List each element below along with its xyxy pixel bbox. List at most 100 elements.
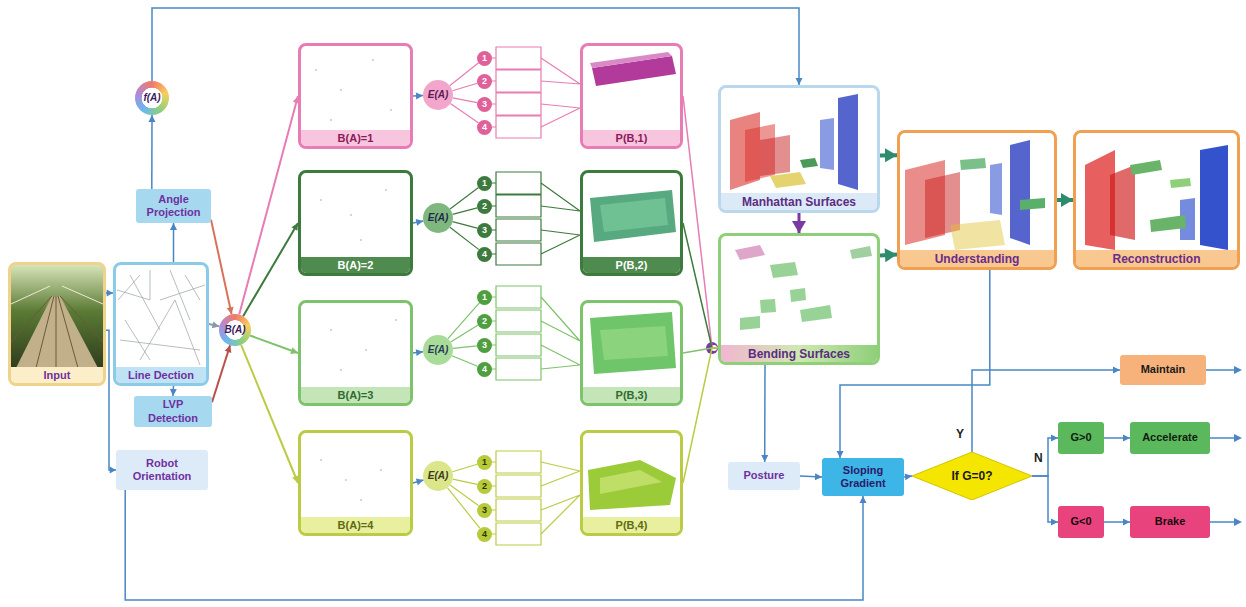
image-panel: B(A)=1: [298, 43, 413, 149]
node-label: 3: [482, 99, 487, 110]
node-label: Manhattan Surfaces: [721, 193, 877, 210]
process-box: Maintain: [1120, 355, 1206, 385]
connector-line: [452, 356, 478, 367]
node-label: 4: [482, 364, 487, 375]
floor-surface: [960, 158, 986, 170]
floor-surface: [950, 220, 1005, 250]
arrowhead: [885, 148, 897, 162]
connector: [170, 386, 177, 396]
feature-cells: [496, 286, 541, 380]
image-panel: P(B,4): [580, 430, 683, 536]
arrowhead: [291, 223, 298, 231]
bending-patch: [770, 262, 798, 278]
node-label: 2: [482, 76, 487, 87]
connector: [1057, 193, 1073, 207]
image-panel: B(A)=2: [298, 170, 413, 276]
node-label: P(B,3): [583, 387, 680, 403]
node-label: Bending Surfaces: [721, 345, 877, 362]
connector-line: [1032, 476, 1058, 522]
plane-slab: [590, 52, 672, 68]
connector: [761, 365, 768, 462]
function-circle: f(A): [135, 81, 169, 115]
node-label: P(B,1): [583, 130, 680, 146]
image-panel: Input: [8, 262, 106, 386]
feature-cells: [496, 47, 541, 138]
image-panel: Manhattan Surfaces: [718, 85, 880, 213]
feature-cells: [496, 172, 541, 265]
arrowhead: [225, 345, 232, 353]
connector-line: [125, 490, 863, 600]
arrowhead: [170, 389, 177, 396]
output-arrowhead: [1234, 434, 1242, 442]
node-label: Posture: [744, 469, 785, 482]
feature-cells: [496, 451, 541, 545]
node-label: B(A): [224, 324, 245, 336]
connector-line: [683, 96, 718, 348]
node-label: B(A)=3: [301, 387, 410, 403]
input-photo: [11, 265, 103, 368]
connector: [450, 188, 479, 210]
floor-surface: [770, 172, 806, 188]
connector: [452, 83, 477, 91]
connector-line: [453, 208, 478, 214]
feature-links: [492, 297, 580, 369]
connector: [170, 223, 177, 262]
arrowhead: [148, 115, 155, 122]
floor-surface: [1150, 215, 1186, 232]
node-label: 3: [482, 225, 487, 236]
node-label: 1: [482, 178, 487, 189]
node-label: E(A): [428, 212, 449, 224]
feature-links: [492, 183, 580, 254]
connector-line: [239, 96, 298, 315]
connector: [447, 488, 479, 528]
node-label: Accelerate: [1142, 431, 1198, 444]
floor-surface: [1170, 178, 1191, 188]
arrowhead: [837, 451, 844, 458]
connector-line: [450, 63, 479, 86]
connector-line: [250, 336, 298, 354]
arrowhead: [885, 248, 897, 262]
output-arrowhead: [1234, 518, 1242, 526]
function-circle: E(A): [423, 335, 453, 365]
node-label: B(A)=2: [301, 257, 410, 273]
connector-line: [243, 223, 298, 316]
connector-line: [450, 485, 478, 506]
connector-line: [452, 83, 477, 91]
connector: [239, 96, 299, 315]
arrowhead: [1113, 367, 1120, 374]
number-circle: 4: [477, 247, 492, 262]
floor-surface: [1130, 160, 1162, 175]
node-label: Robot Orientation: [119, 457, 205, 483]
connector: [413, 219, 423, 226]
image-panel: P(B,1): [580, 43, 683, 149]
number-circle: 3: [477, 223, 492, 238]
wall-surface: [820, 118, 834, 170]
process-box: Angle Projection: [136, 189, 211, 223]
connector: [241, 345, 298, 483]
connector-line: [241, 345, 298, 483]
process-box: G<0: [1058, 506, 1104, 538]
connector: [148, 115, 155, 189]
arrowhead: [416, 479, 424, 486]
plane-slab: [600, 198, 668, 232]
connector: [683, 348, 718, 483]
node-label: Maintain: [1141, 363, 1186, 376]
output-arrowhead: [1234, 366, 1242, 374]
connector-line: [683, 348, 718, 483]
node-label: 1: [482, 292, 487, 303]
feature-links: [492, 462, 580, 534]
decision-diamond: If G=0?: [912, 452, 1032, 500]
connector: [453, 98, 477, 103]
node-label: If G=0?: [951, 469, 992, 483]
image-panel: B(A)=3: [298, 300, 413, 406]
connector-line: [453, 346, 477, 349]
connector: [880, 248, 897, 262]
connector-line: [450, 227, 479, 249]
arrowhead: [1123, 519, 1130, 526]
node-label: 2: [482, 481, 487, 492]
connector: [450, 104, 478, 123]
node-label: P(B,2): [583, 257, 680, 273]
number-circle: 4: [477, 120, 492, 135]
number-circle: 4: [477, 362, 492, 377]
node-label: 1: [482, 457, 487, 468]
